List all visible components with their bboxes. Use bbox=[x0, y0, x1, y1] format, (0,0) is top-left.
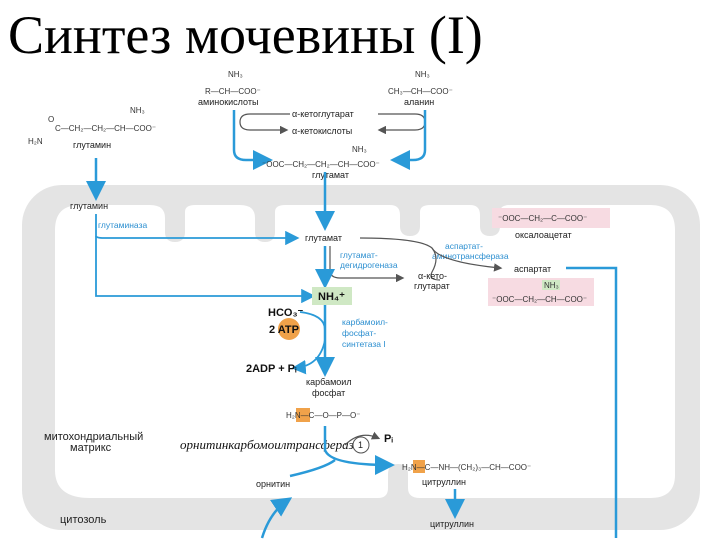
pi-label: Pᵢ bbox=[384, 433, 393, 445]
citrulline-carbon-highlight bbox=[413, 460, 425, 473]
otc-label: орнитинкарбомоилтрансфераза bbox=[180, 437, 361, 452]
glutamate-formula: ⁻OOC—CH₂—CH₂—CH—COO⁻ bbox=[262, 160, 380, 169]
glutamine-formula: C—CH₂—CH₂—CH—COO⁻ bbox=[55, 124, 156, 133]
glutamine-nh2: H₂N bbox=[28, 137, 43, 146]
phosphate-label: фосфат bbox=[312, 388, 345, 398]
oxaloacetate-highlight bbox=[492, 208, 610, 228]
glutamate-nh3: NH₃ bbox=[352, 145, 367, 154]
alanine-nh3: NH₃ bbox=[415, 70, 430, 79]
aspartate-nh3-highlight bbox=[542, 280, 560, 290]
arrow-glutaminase-to-nh4 bbox=[95, 236, 316, 304]
citrulline-cyto-label: цитруллин bbox=[430, 519, 474, 529]
page-title: Синтез мочевины (I) bbox=[8, 5, 483, 65]
arrow-amino-to-glutamate bbox=[232, 110, 273, 170]
mito-matrix-label-1: митохондриальный bbox=[44, 431, 143, 443]
aspartate-highlight bbox=[488, 278, 594, 306]
ornithine-label: орнитин bbox=[256, 479, 290, 489]
glutamate-top-label: глутамат bbox=[312, 170, 349, 180]
glutamine-nh3: NH₃ bbox=[130, 106, 145, 115]
amino-acid-nh3: NH₃ bbox=[228, 70, 243, 79]
cps-label-1: карбамоил- bbox=[342, 317, 388, 327]
aspartate-label: аспартат bbox=[514, 264, 551, 274]
alanine-label: аланин bbox=[404, 97, 434, 107]
transamination-arc-right bbox=[377, 113, 426, 135]
mitochondrion-inner-membrane bbox=[55, 205, 675, 498]
nh4-label: NH₄⁺ bbox=[318, 291, 345, 303]
cps-label-2: фосфат- bbox=[342, 328, 376, 338]
hco3-label: HCO₃⁻ bbox=[268, 307, 304, 319]
amino-acids-label: аминокислоты bbox=[198, 97, 258, 107]
arrow-pi-release bbox=[344, 431, 381, 446]
otc-number-circle bbox=[352, 436, 370, 454]
ast-label-2: аминотрансфераза bbox=[432, 251, 509, 261]
amino-acid-formula: R—CH—COO⁻ bbox=[205, 87, 261, 96]
glutamine-top-label: глутамин bbox=[73, 140, 111, 150]
oxaloacetate-formula: ⁻OOC—CH₂—C—COO⁻ bbox=[498, 214, 587, 223]
aspartate-formula: ⁻OOC—CH₂—CH—COO⁻ bbox=[492, 295, 587, 304]
carbamoyl-carbon-highlight bbox=[296, 408, 310, 422]
gdh-label-2: дегидрогеназа bbox=[340, 260, 398, 270]
atp-circle bbox=[278, 318, 300, 340]
glutarate-label: глутарат bbox=[414, 281, 450, 291]
arrow-ornithine-merge bbox=[289, 458, 336, 478]
carbamoyl-p-formula: H₂N—C—O—P—O⁻ bbox=[286, 411, 360, 420]
otc-number: 1 bbox=[358, 440, 363, 450]
mito-matrix-label-2: матрикс bbox=[70, 442, 112, 454]
arrow-to-aspartate bbox=[431, 247, 503, 272]
glutaminase-label: глутаминаза bbox=[98, 220, 147, 230]
glutamine-mito-label: глутамин bbox=[70, 201, 108, 211]
arrow-hco3-merge bbox=[299, 311, 326, 331]
arrow-adp-release bbox=[291, 339, 326, 375]
cytosol-label: цитозоль bbox=[60, 514, 107, 526]
oxaloacetate-label: оксалоацетат bbox=[515, 230, 572, 240]
atp-label: 2 ATP bbox=[269, 324, 299, 336]
citrulline-formula: H₂N—C—NH—(CH₂)₃—CH—COO⁻ bbox=[402, 463, 531, 472]
transamination-arc-left bbox=[239, 113, 290, 135]
glutamine-o: O bbox=[48, 115, 54, 124]
cps-label-3: синтетаза I bbox=[342, 339, 386, 349]
nh4-highlight bbox=[312, 287, 352, 305]
ast-exchange-arc bbox=[359, 237, 441, 281]
arrow-carbamoyl-to-citrulline bbox=[323, 426, 395, 475]
arrow-aspartate-export bbox=[566, 266, 618, 538]
arrow-ornithine-import bbox=[260, 497, 293, 539]
aspartate-nh3: NH₃ bbox=[544, 281, 559, 290]
ast-label-1: аспартат- bbox=[445, 241, 483, 251]
adp-label: 2ADP + Pᵢ bbox=[246, 363, 297, 375]
a-ketoacids-label: α-кетокислоты bbox=[292, 126, 352, 136]
arrow-alanine-to-glutamate bbox=[390, 110, 427, 170]
citrulline-mito-label: цитруллин bbox=[422, 477, 466, 487]
a-ketoglutarate-label: α-кетоглутарат bbox=[292, 109, 354, 119]
carbamoyl-label: карбамоил bbox=[306, 377, 352, 387]
gdh-label-1: глутамат- bbox=[340, 250, 378, 260]
alanine-formula: CH₃—CH—COO⁻ bbox=[388, 87, 453, 96]
glutamate-mito-label: глутамат bbox=[305, 233, 342, 243]
a-keto-label: α-кето- bbox=[418, 271, 447, 281]
